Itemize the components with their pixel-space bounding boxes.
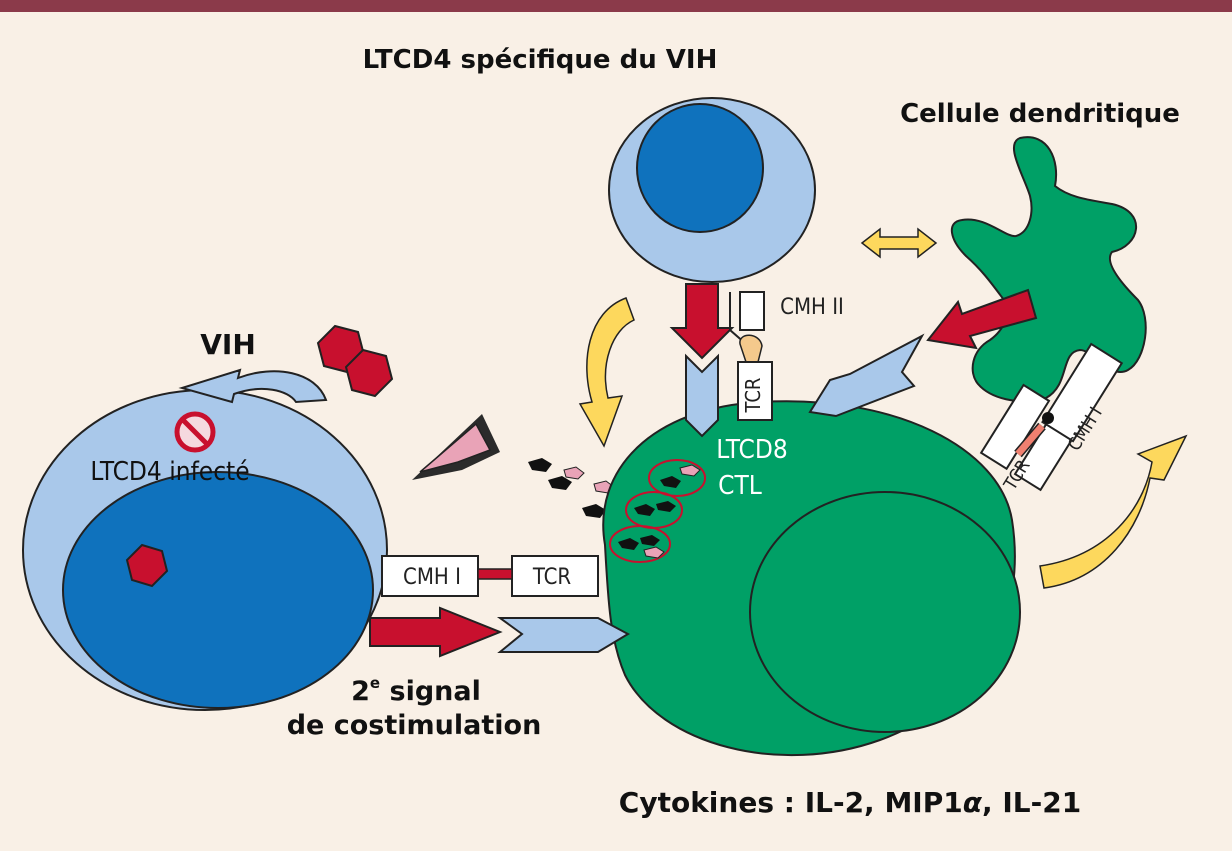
- cytokines-label: Cytokines : IL-2, MIP1α, IL-21: [619, 786, 1081, 819]
- costim-superscript: e: [370, 674, 380, 692]
- ltcd8-cell: [602, 400, 1021, 757]
- cmh-ii-tcr-top: [729, 291, 773, 421]
- costim-blue-chevron: [496, 617, 631, 653]
- ltcd4-specific-label: LTCD4 spécifique du VIH: [363, 45, 718, 75]
- yellow-curved-arrow-right: [1039, 434, 1188, 589]
- pink-shard: [412, 414, 500, 480]
- left-cmh-tcr-link: [381, 555, 599, 597]
- vih-entry-arrow: [178, 368, 328, 404]
- ctl-label: CTL: [718, 471, 762, 501]
- infected-cd4-cell: [22, 389, 388, 711]
- peptide-fragments: [528, 458, 615, 518]
- cmh-i-left-label: CMH I: [403, 565, 461, 590]
- ltcd8-label: LTCD8: [716, 435, 787, 465]
- red-arrow-left: [926, 288, 1038, 350]
- costim-line-1: 2e signal: [351, 674, 481, 707]
- top-bar: [0, 0, 1232, 12]
- costim-signal-word: signal: [380, 676, 481, 707]
- intracellular-virus: [125, 543, 169, 588]
- blue-chevron-top: [685, 353, 719, 438]
- cmh-ii-label: CMH II: [780, 295, 844, 320]
- right-tcr-cmh-link: [979, 342, 1124, 492]
- presented-peptides: [609, 459, 706, 563]
- dendritic-cell-label: Cellule dendritique: [900, 99, 1180, 129]
- cytokines-alpha: α: [963, 786, 983, 819]
- no-entry-icon: [174, 411, 216, 453]
- yellow-double-arrow: [860, 227, 938, 259]
- tcr-top-label: TCR: [741, 378, 765, 414]
- cytokines-prefix: Cytokines : IL-2, MIP1: [619, 786, 963, 819]
- infected-cd4-label: LTCD4 infecté: [90, 457, 249, 487]
- costim-number: 2: [351, 676, 370, 707]
- virion-2: [344, 348, 394, 398]
- blue-chevron-right: [808, 333, 925, 418]
- cytokines-suffix: , IL-21: [982, 786, 1081, 819]
- red-arrow-down: [669, 283, 735, 360]
- specific-cd4-cell: [608, 97, 816, 283]
- costim-red-arrow: [369, 606, 503, 658]
- costim-line-2: de costimulation: [287, 710, 542, 741]
- yellow-curved-arrow-top: [578, 297, 635, 448]
- tcr-left-label: TCR: [532, 565, 572, 590]
- vih-label: VIH: [200, 328, 256, 361]
